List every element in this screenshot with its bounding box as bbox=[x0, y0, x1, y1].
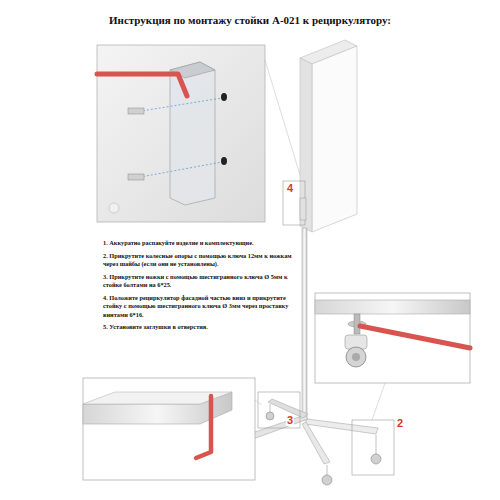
instruction-step: 3. Прикрутите ножки с помощью шестигранн… bbox=[103, 273, 303, 290]
detail-inset bbox=[97, 45, 265, 222]
callout-number: 3 bbox=[286, 415, 294, 426]
instruction-step: 1. Аккуратно распакуйте изделие и компле… bbox=[103, 239, 303, 247]
instruction-step: 5. Установите заглушки в отверстия. bbox=[103, 323, 303, 331]
instruction-step: 2. Прикрутите колесные опоры с помощью к… bbox=[103, 252, 303, 269]
detail-inset bbox=[315, 293, 470, 383]
page-title: Инструкция по монтажу стойки А-021 к рец… bbox=[109, 14, 391, 26]
callout-number: 4 bbox=[286, 183, 294, 194]
detail-inset bbox=[83, 378, 255, 480]
instruction-step: 4. Положите рециркулятор фасадной частью… bbox=[103, 294, 303, 319]
callout-number: 2 bbox=[396, 418, 404, 429]
